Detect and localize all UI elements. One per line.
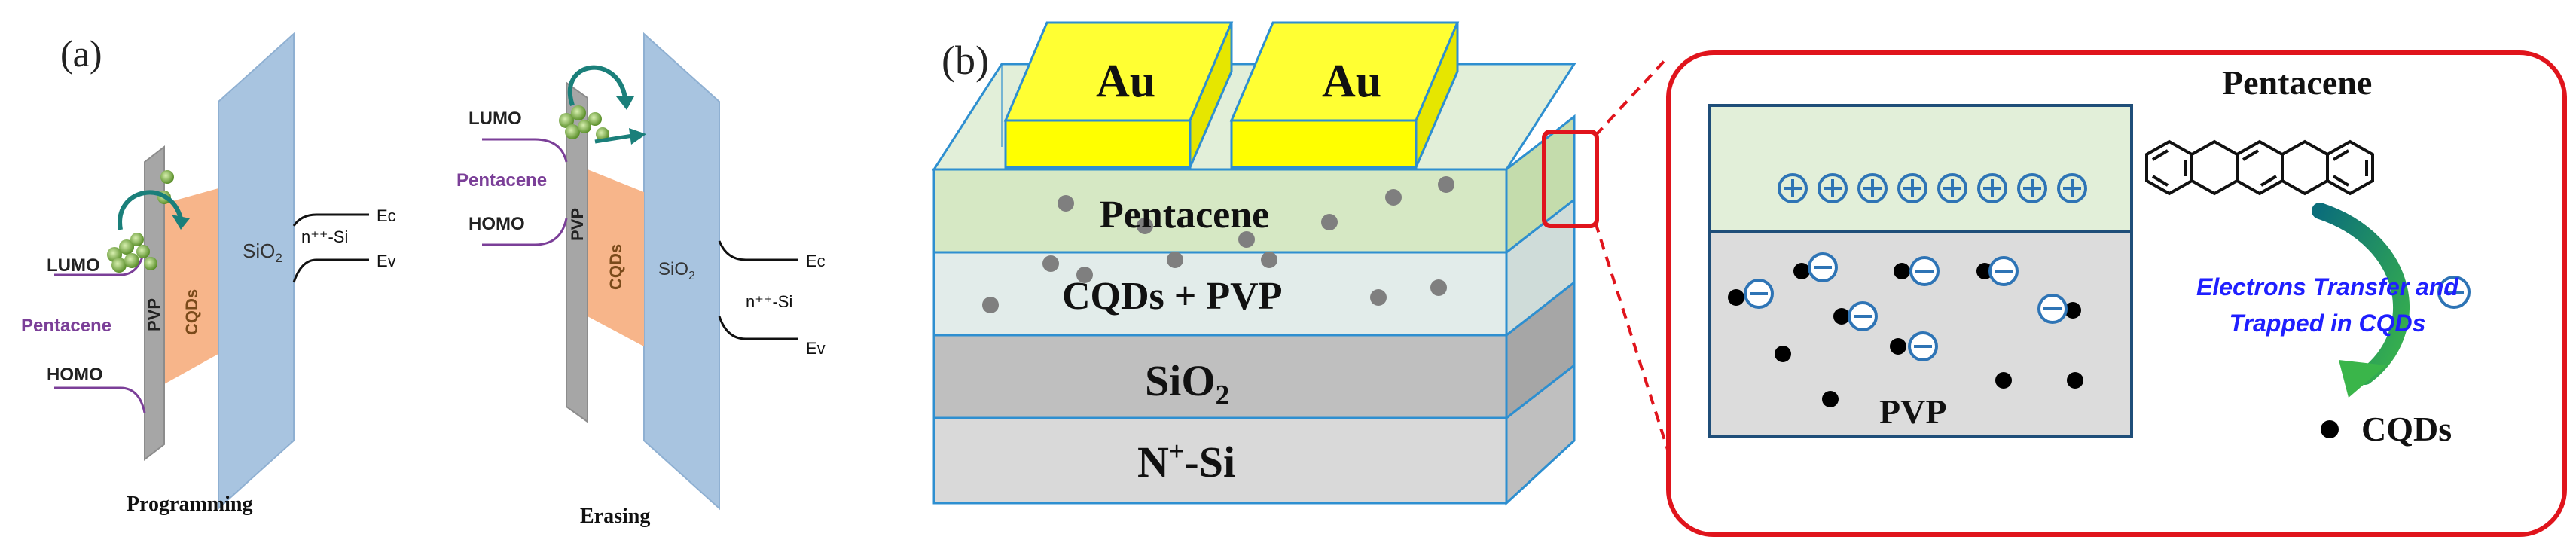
pentacene-molecule-icon (2145, 139, 2374, 196)
plus-charge-icon (1778, 173, 1808, 203)
hole-charges (1778, 173, 2087, 203)
plus-charge-icon (1937, 173, 1967, 203)
arrow-head-icon (172, 215, 190, 230)
nsi-label: n⁺⁺-Si (746, 292, 792, 311)
pvp-label: PVP (145, 298, 163, 331)
zoom-pentacene-title: Pentacene (2222, 63, 2372, 102)
cqds-label: CQDs (606, 244, 625, 290)
au-electrode-1-side (1189, 22, 1233, 168)
pvp-layer (566, 81, 588, 423)
au-electrode-2-front (1230, 119, 1418, 169)
lumo-label: LUMO (47, 255, 100, 276)
au-electrodes (1003, 21, 1460, 169)
plus-charge-icon (1897, 173, 1927, 203)
pvp-layer (144, 145, 165, 462)
erasing-diagram: SiO2 CQDs PVP LUMO Pentacene HOMO (456, 32, 826, 528)
ev-curve (718, 316, 798, 340)
minus-charge-icon (1908, 331, 1938, 361)
cqd-particles (982, 176, 1454, 313)
transfer-arrow-head-icon (2339, 360, 2386, 398)
zoom-pvp-label: PVP (1879, 392, 1946, 431)
arrow-head-icon (616, 96, 634, 110)
erasing-caption: Erasing (580, 505, 650, 528)
au-electrode-1-front (1004, 119, 1192, 169)
pentacene-label: Pentacene (21, 316, 111, 336)
sio2-barrier (218, 32, 295, 511)
transfer-arrow (594, 133, 633, 144)
lumo-curve (482, 138, 568, 163)
minus-charge-icon (1909, 256, 1940, 286)
minus-charge-icon (1988, 256, 2019, 286)
cqds-layer (588, 169, 644, 346)
transfer-text-line1: Electrons Transfer and (2196, 273, 2459, 300)
plus-charge-icon (1857, 173, 1888, 203)
panel-a-label: (a) (60, 32, 102, 75)
sio2-label: SiO2 (243, 239, 282, 265)
nsi-label: n⁺⁺-Si (301, 227, 348, 246)
panel-a: (a) SiO2 CQDs PVP LUMO Pentacene HOMO (21, 32, 826, 528)
zoom-panel: PVP Pentacene (1666, 50, 2567, 537)
programming-caption: Programming (127, 493, 252, 516)
sio2-label: SiO2 (658, 259, 695, 282)
cqds-pvp-layer-label: CQDs + PVP (1062, 275, 1283, 318)
minus-charge-icon (1808, 252, 1838, 282)
arrow-head-icon (629, 128, 646, 145)
plus-charge-icon (1818, 173, 1848, 203)
homo-curve (482, 218, 568, 246)
cqds-layer (164, 188, 218, 384)
panel-b: (b) (932, 21, 2567, 537)
pentacene-layer-side (1505, 114, 1576, 255)
homo-curve (54, 386, 146, 413)
plus-charge-icon (1977, 173, 2007, 203)
plus-charge-icon (2057, 173, 2087, 203)
plus-charge-icon (2017, 173, 2047, 203)
transfer-text-line2: Trapped in CQDs (2230, 310, 2426, 337)
pentacene-layer-label: Pentacene (1100, 194, 1269, 236)
pvp-label: PVP (568, 208, 587, 241)
au-electrode-2-side (1415, 22, 1459, 168)
homo-label: HOMO (469, 214, 525, 234)
zoom-pentacene-region (1708, 104, 2133, 233)
ec-curve (718, 240, 798, 261)
minus-charge-icon (2037, 294, 2068, 324)
ec-label: Ec (806, 252, 826, 270)
minus-charge-icon (1848, 301, 1878, 331)
electron-charges (1744, 252, 2068, 361)
homo-label: HOMO (47, 365, 103, 385)
ev-curve (292, 258, 369, 283)
ec-curve (292, 213, 369, 227)
zoom-highlight-box (1542, 130, 1599, 228)
cqd-dots (559, 105, 609, 141)
cqds-label: CQDs (182, 289, 201, 335)
minus-charge-icon (1744, 279, 1774, 309)
au-label-2: Au (1322, 56, 1381, 107)
lumo-label: LUMO (469, 108, 522, 129)
panel-b-label: (b) (942, 38, 989, 83)
cqd-legend-label: CQDs (2361, 410, 2452, 448)
pvp-region-particles (1728, 263, 2083, 407)
electron-arrow (567, 65, 627, 106)
zoom-line-bottom (1594, 221, 1670, 453)
pentacene-label: Pentacene (456, 170, 547, 191)
minus-charge-icon (2437, 276, 2471, 309)
nsi-layer-label: N+-Si (1137, 436, 1235, 487)
ev-label: Ev (806, 339, 826, 358)
zoom-line-top (1594, 55, 1670, 137)
cqd-legend-dot (2321, 420, 2339, 438)
sio2-layer-label: SiO2 (1145, 356, 1230, 411)
electron-arrow (118, 190, 183, 230)
transfer-arrow (2312, 203, 2410, 385)
ev-label: Ev (377, 252, 396, 270)
ec-label: Ec (377, 206, 396, 225)
au-label-1: Au (1096, 56, 1155, 107)
programming-diagram: SiO2 CQDs PVP LUMO Pentacene HOMO (21, 32, 396, 516)
